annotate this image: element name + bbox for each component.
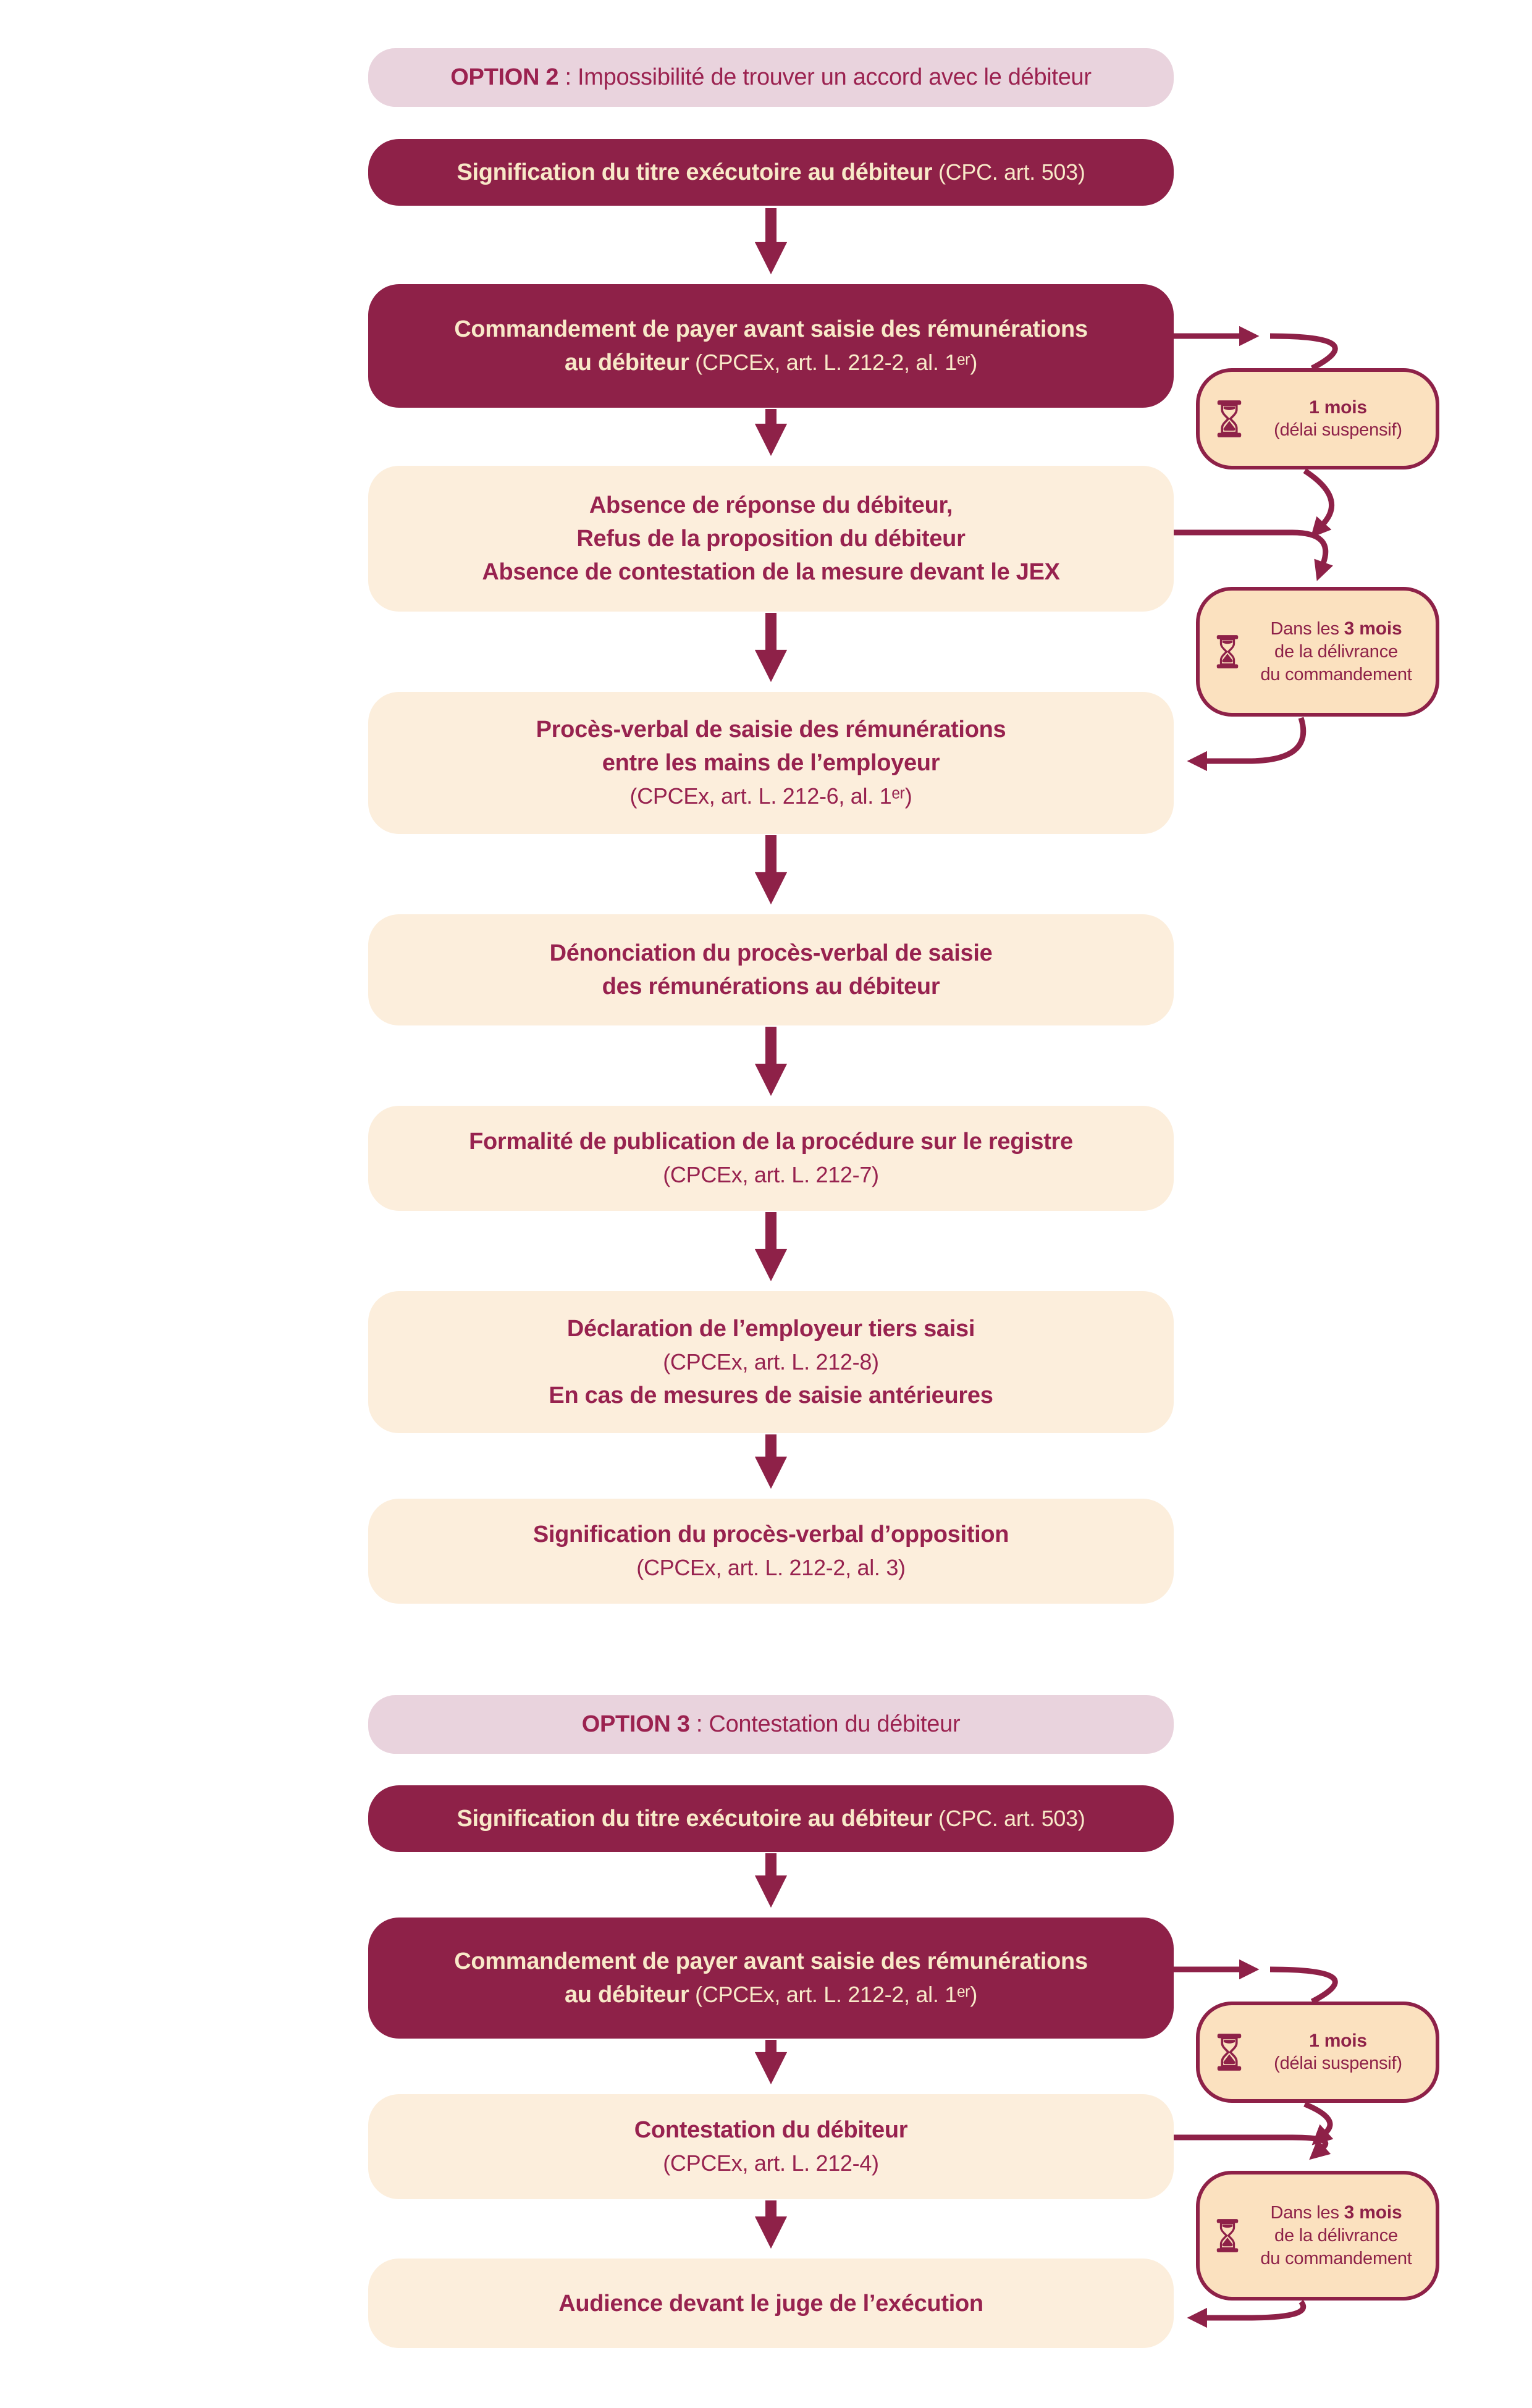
option3-header-label: OPTION 3 bbox=[581, 1711, 690, 1737]
step-o2-signification-titre: Signification du titre exécutoire au déb… bbox=[368, 139, 1174, 206]
hourglass-icon bbox=[1213, 2218, 1242, 2254]
hourglass-icon bbox=[1213, 634, 1242, 670]
curve-o2-into-1mois bbox=[1269, 333, 1338, 371]
step-o2-formalite-publication: Formalité de publication de la procédure… bbox=[368, 1106, 1174, 1211]
step-o3-contestation-debiteur: Contestation du débiteur (CPCEx, art. L.… bbox=[368, 2094, 1174, 2199]
option2-header-label: OPTION 2 bbox=[450, 64, 559, 90]
step-o2-denonciation-pv: Dénonciation du procès-verbal de saisie … bbox=[368, 914, 1174, 1025]
badge-o2-delai-1-mois: 1 mois (délai suspensif) bbox=[1196, 368, 1439, 469]
step-o3-audience-jex: Audience devant le juge de l’exécution bbox=[368, 2259, 1174, 2348]
step-o2-declaration-employeur: Déclaration de l’employeur tiers saisi (… bbox=[368, 1291, 1174, 1433]
badge-o3-dans-les-3-mois: Dans les 3 mois de la délivrance du comm… bbox=[1196, 2171, 1439, 2301]
badge-o2-dans-les-3-mois: Dans les 3 mois de la délivrance du comm… bbox=[1196, 587, 1439, 717]
curve-o3-into-1mois bbox=[1269, 1966, 1338, 2004]
option2-header: OPTION 2 : Impossibilité de trouver un a… bbox=[368, 48, 1174, 107]
badge-o3-delai-1-mois: 1 mois (délai suspensif) bbox=[1196, 2002, 1439, 2103]
step-o3-signification-titre: Signification du titre exécutoire au déb… bbox=[368, 1785, 1174, 1852]
hourglass-icon bbox=[1213, 2032, 1245, 2072]
curve-o2-1mois-down bbox=[1303, 468, 1335, 538]
arrow-o3-3mois-to-audience bbox=[1187, 2300, 1307, 2328]
step-o2-signification-pv-opposition: Signification du procès-verbal d’opposit… bbox=[368, 1499, 1174, 1604]
arrow-o2-absence-to-3mois bbox=[1174, 529, 1333, 581]
arrow-o2-3mois-to-pv bbox=[1187, 717, 1307, 772]
step-o2-commandement-payer: Commandement de payer avant saisie des r… bbox=[368, 284, 1174, 408]
step-o3-commandement-payer: Commandement de payer avant saisie des r… bbox=[368, 1918, 1174, 2039]
option3-header: OPTION 3 : Contestation du débiteur bbox=[368, 1695, 1174, 1754]
step-o2-absence-reponse: Absence de réponse du débiteur, Refus de… bbox=[368, 466, 1174, 612]
hourglass-icon bbox=[1213, 399, 1245, 439]
step-o2-proces-verbal-saisie: Procès-verbal de saisie des rémunération… bbox=[368, 692, 1174, 834]
curve-o3-1mois-down bbox=[1303, 2101, 1334, 2145]
arrow-o3-contestation-to-3mois bbox=[1174, 2134, 1331, 2160]
